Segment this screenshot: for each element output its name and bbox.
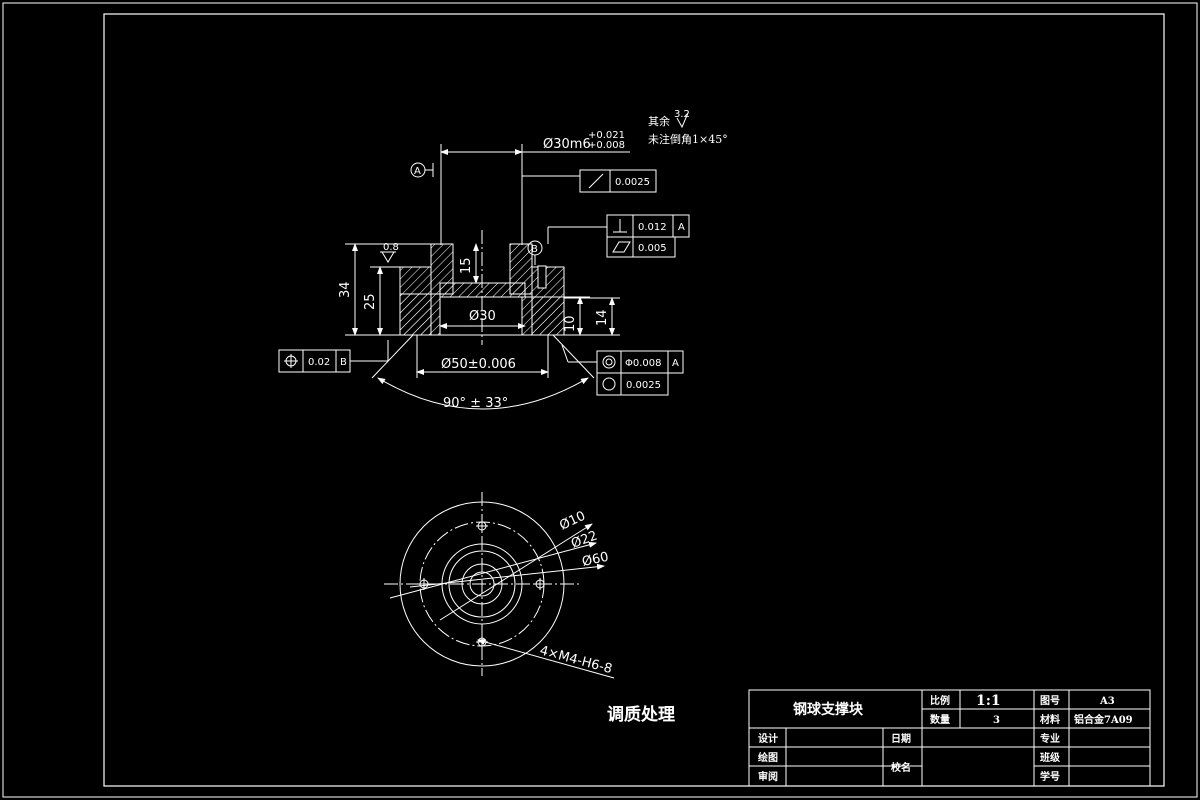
dim-height-34: 34 <box>338 281 353 298</box>
major-label: 专业 <box>1040 732 1060 745</box>
dim-circle-22: Ø22 <box>569 529 599 552</box>
drawing-no-label: 图号 <box>1040 695 1060 707</box>
fcf-position-value: 0.02 <box>308 357 330 368</box>
roughness-other-value: 3.2 <box>674 109 690 120</box>
school-label: 校名 <box>891 761 911 774</box>
circular-runout-icon <box>588 173 604 189</box>
roundness-icon <box>602 377 616 391</box>
section-view <box>345 112 689 410</box>
material-value: 铝合金7A09 <box>1074 713 1133 726</box>
title-block <box>748 689 1151 787</box>
inner-border <box>103 13 1165 787</box>
fcf-perp-value: 0.012 <box>638 222 667 233</box>
fcf-runout-value: 0.0025 <box>615 177 650 188</box>
roughness-face-value: 0.8 <box>383 242 399 253</box>
dim-circle-60: Ø60 <box>581 550 610 570</box>
fcf-coax-value: Φ0.008 <box>625 358 662 369</box>
datum-b-label: B <box>531 244 538 255</box>
fcf-round-value: 0.0025 <box>626 380 661 391</box>
plan-view <box>384 492 615 679</box>
fcf-circular-runout: 0.0025 <box>579 169 657 193</box>
coaxiality-icon <box>602 355 616 369</box>
student-no-label: 学号 <box>1040 770 1060 783</box>
shaft-tol-lower: +0.008 <box>588 140 625 151</box>
review-label: 审阅 <box>758 770 778 783</box>
draw-label: 绘图 <box>758 751 778 764</box>
class-label: 班级 <box>1040 751 1061 764</box>
treatment-note: 调质处理 <box>607 704 675 725</box>
flatness-icon <box>612 241 631 253</box>
drawing-title: 钢球支撑块 <box>793 701 864 718</box>
dim-base-50: Ø50±0.006 <box>441 357 516 372</box>
material-label: 材料 <box>1040 713 1060 726</box>
shaft-tol-upper: +0.021 <box>588 130 625 141</box>
scale-value: 1:1 <box>976 693 1001 709</box>
design-label: 设计 <box>758 732 778 745</box>
fcf-position-datum: B <box>340 357 347 368</box>
scale-label: 比例 <box>930 694 950 707</box>
dim-bore-30: Ø30 <box>469 309 496 324</box>
shaft-diameter-dim: Ø30m6 <box>543 137 591 152</box>
fcf-flat-value: 0.005 <box>638 243 667 254</box>
quantity-value: 3 <box>993 715 1000 726</box>
chamfer-note: 未注倒角1×45° <box>648 132 728 146</box>
date-label: 日期 <box>891 732 911 745</box>
datum-a-label: A <box>414 166 421 177</box>
quantity-label: 数量 <box>930 713 950 726</box>
fcf-coax-datum: A <box>672 358 679 369</box>
dim-step-10: 10 <box>563 315 578 332</box>
thread-callout: 4×M4-H6-8 <box>538 643 614 677</box>
fcf-coaxiality: Φ0.008 A 0.0025 <box>596 350 684 396</box>
drawing-no-value: A3 <box>1099 696 1115 707</box>
dim-step-14: 14 <box>595 309 610 326</box>
dim-depth-15: 15 <box>459 257 474 274</box>
dim-height-25: 25 <box>363 293 378 310</box>
title-block-text: 钢球支撑块 比例 1:1 图号 A3 数量 3 材料 铝合金7A09 设计 日期… <box>758 693 1133 783</box>
fcf-perp-datum: A <box>678 222 685 233</box>
fcf-perpendicularity: 0.012 A 0.005 <box>606 214 690 258</box>
roughness-other-label: 其余 <box>648 114 670 128</box>
section-labels: Ø30m6 +0.021 +0.008 A B 其余 3.2 未注倒角1×45°… <box>338 109 728 411</box>
fcf-position: 0.02 B <box>278 349 351 373</box>
dim-cone-angle: 90° ± 33° <box>443 396 508 411</box>
